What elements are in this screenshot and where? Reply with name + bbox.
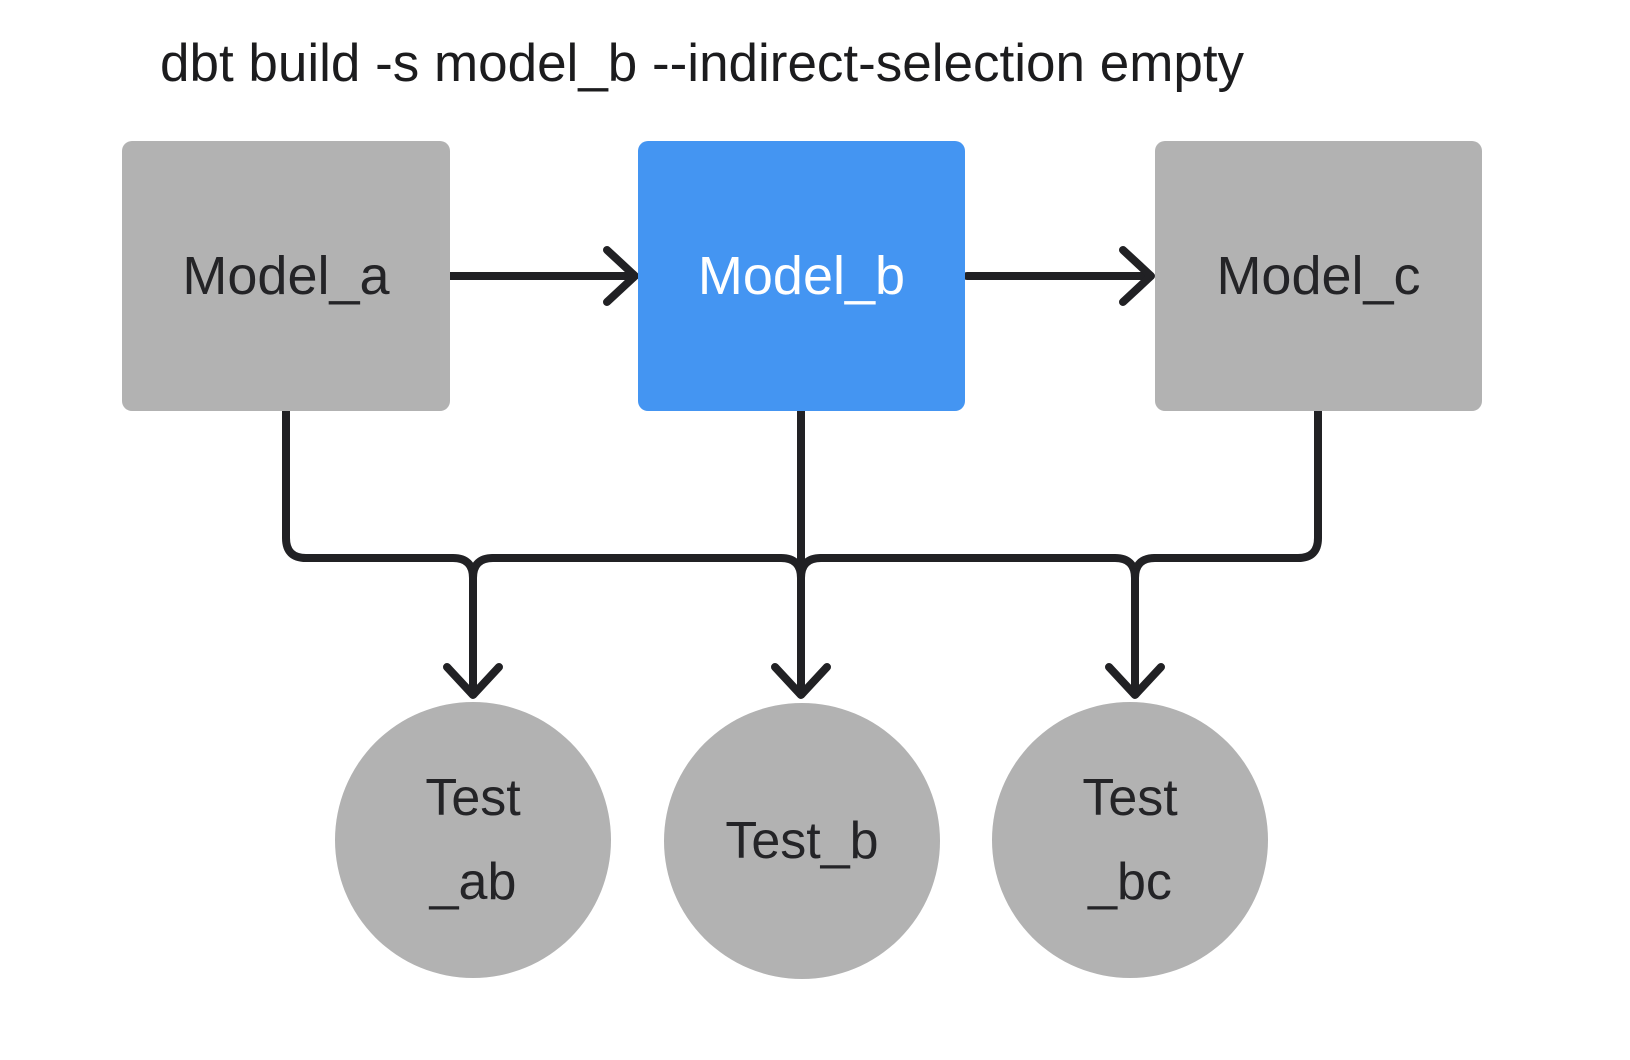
edge-model-a-to-bus — [282, 404, 477, 582]
test-ab-label-line2: _ab — [429, 853, 517, 911]
model-a-node: Model_a — [122, 141, 450, 411]
test-b-label-line1: Test_b — [725, 812, 879, 870]
test-ab-label-line1: Test — [425, 769, 521, 827]
model-c-label: Model_c — [1216, 246, 1421, 306]
bus-segment-2 — [817, 554, 1139, 582]
test-bc-node: Test _bc — [992, 702, 1268, 978]
arrowhead-down-icon — [1105, 663, 1165, 699]
arrowhead-down-icon — [443, 663, 503, 699]
test-bc-label-line1: Test — [1082, 769, 1178, 827]
edge-model-c-to-bus — [1151, 404, 1322, 562]
model-a-label: Model_a — [182, 246, 390, 306]
test-bc-label-line2: _bc — [1088, 853, 1172, 911]
model-b-node-selected: Model_b — [638, 141, 965, 411]
arrowhead-right-icon — [603, 246, 639, 306]
arrowhead-down-icon — [771, 663, 831, 699]
bus-segment-1 — [489, 554, 805, 582]
arrowhead-right-icon — [1119, 246, 1155, 306]
diagram-title: dbt build -s model_b --indirect-selectio… — [160, 34, 1245, 93]
test-b-node: Test_b — [664, 703, 940, 979]
model-c-node: Model_c — [1155, 141, 1482, 411]
model-b-label: Model_b — [697, 246, 906, 306]
test-ab-node: Test _ab — [335, 702, 611, 978]
